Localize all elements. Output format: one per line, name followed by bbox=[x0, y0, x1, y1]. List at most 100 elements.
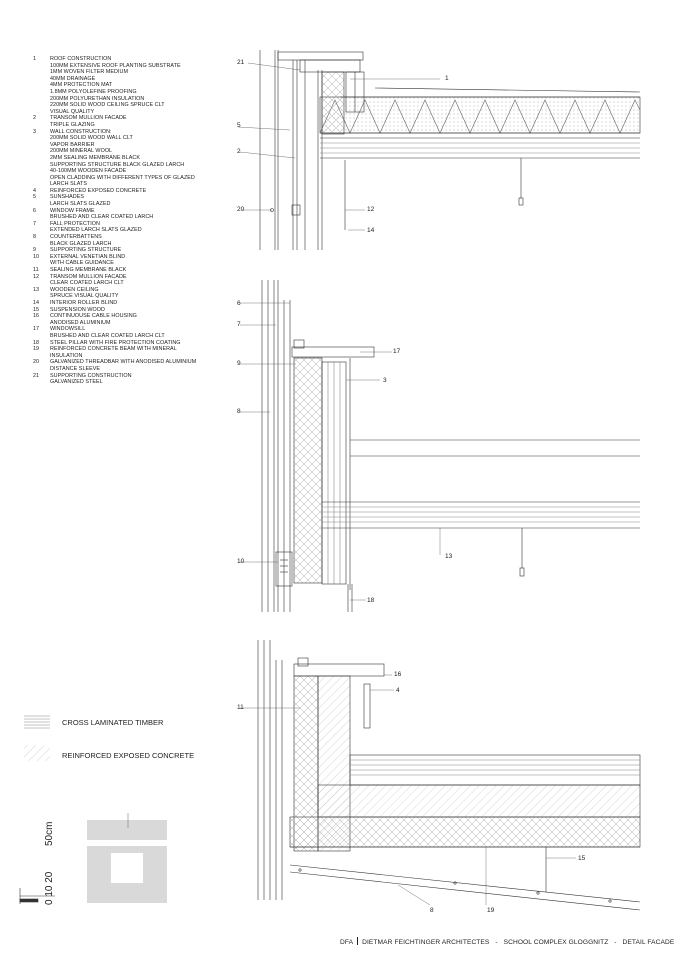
legend-item-title: TRANSOM MULLION FACADE bbox=[50, 273, 127, 280]
legend-item-number: 7 bbox=[33, 220, 37, 227]
legend-item-detail: SUPPORTING STRUCTURE BLACK GLAZED LARCH bbox=[50, 161, 185, 168]
callout-21: 21 bbox=[237, 59, 245, 66]
legend-item-detail: VAPOR BARRIER bbox=[50, 141, 95, 148]
roof-detail bbox=[259, 50, 641, 250]
legend-item-number: 8 bbox=[33, 234, 37, 241]
legend-item-title: SUPPORTING CONSTRUCTION bbox=[50, 372, 132, 379]
scale-label-small: 0 10 20 bbox=[44, 871, 55, 905]
legend-item: 13 WOODEN CEILING bbox=[33, 287, 233, 294]
legend-item-number: 10 bbox=[33, 253, 40, 260]
scale-label-large: 50cm bbox=[44, 821, 55, 846]
legend-item-title: TRANSOM MULLION FACADE bbox=[50, 115, 127, 122]
legend-item-detail: OPEN CLADDING WITH DIFFERENT TYPES OF GL… bbox=[50, 174, 195, 181]
legend-item-number: 21 bbox=[33, 372, 40, 379]
legend-item-title: REINFORCED CONCRETE BEAM WITH MINERAL bbox=[50, 346, 177, 353]
callout-10: 10 bbox=[237, 558, 245, 565]
legend-item-detail: DISTANCE SLEEVE bbox=[50, 365, 101, 372]
legend-item-detail: 2MM SEALING MEMBRANE BLACK bbox=[50, 154, 140, 161]
callout-16: 16 bbox=[394, 671, 402, 678]
legend-item: 8 COUNTERBATTENS bbox=[33, 234, 233, 241]
legend-item-title: STEEL PILLAR WITH FIRE PROTECTION COATIN… bbox=[50, 339, 181, 346]
legend-item-title: REINFORCED EXPOSED CONCRETE bbox=[50, 187, 147, 194]
callout-18: 18 bbox=[367, 597, 375, 604]
callout-8-lower: 8 bbox=[430, 907, 434, 914]
callout-4: 4 bbox=[396, 687, 400, 694]
callout-20: 20 bbox=[237, 206, 245, 213]
legend-item-number: 19 bbox=[33, 346, 40, 353]
callout-17: 17 bbox=[393, 348, 401, 355]
legend-item-detail: BRUSHED AND CLEAR COATED LARCH CLT bbox=[50, 332, 165, 339]
legend-item-title: COUNTERBATTENS bbox=[50, 234, 102, 241]
legend-item: 10 EXTERNAL VENETIAN BLIND bbox=[33, 254, 233, 261]
footer-sheet: DETAIL FACADE bbox=[622, 939, 675, 946]
legend-item-title: WALL CONSTRUCTION: bbox=[50, 128, 112, 135]
callout-5: 5 bbox=[237, 122, 241, 129]
footer-office: DFA bbox=[340, 939, 353, 946]
legend-item-title: SEALING MEMBRANE BLACK bbox=[50, 267, 127, 273]
legend-item-number: 16 bbox=[33, 313, 40, 320]
legend-item-title: EXTERNAL VENETIAN BLIND bbox=[50, 253, 126, 260]
footer-divider bbox=[356, 937, 359, 945]
legend-item-title: WINDOW FRAME bbox=[50, 207, 95, 214]
footer: DFA DIETMAR FEICHTINGER ARCHITECTES - SC… bbox=[340, 937, 674, 946]
legend-item-detail: 220MM SOLID WOOD CEILING SPRUCE CLT bbox=[50, 102, 165, 109]
legend-item-detail: INSULATION bbox=[50, 352, 83, 359]
footer-sep-2: - bbox=[614, 939, 617, 946]
concrete-swatch bbox=[24, 745, 50, 761]
legend-item-detail: 200MM POLYURETHAN INSULATION bbox=[50, 95, 145, 102]
legend-item-number: 5 bbox=[33, 194, 37, 201]
legend-item-number: 13 bbox=[33, 286, 40, 293]
legend-item-detail: LARCH SLATS GLAZED bbox=[50, 201, 111, 208]
legend-item-title: SUNSHADES bbox=[50, 194, 84, 201]
callout-14: 14 bbox=[367, 227, 375, 234]
legend-item-detail: 100MM EXTENSIVE ROOF PLANTING SUBSTRATE bbox=[50, 62, 181, 69]
callout-3: 3 bbox=[383, 377, 387, 384]
legend-item: 19 REINFORCED CONCRETE BEAM WITH MINERAL bbox=[33, 346, 233, 353]
callout-6: 6 bbox=[237, 300, 241, 307]
legend-item-detail: VISUAL QUALITY bbox=[50, 108, 95, 115]
legend-item: 4 REINFORCED EXPOSED CONCRETE bbox=[33, 188, 233, 195]
slab-detail bbox=[257, 640, 641, 911]
legend-item-number: 9 bbox=[33, 247, 37, 254]
legend-item-title: WOODEN CEILING bbox=[50, 286, 99, 293]
material-swatches bbox=[24, 715, 50, 761]
callout-13: 13 bbox=[445, 553, 453, 560]
callout-12: 12 bbox=[367, 206, 375, 213]
callout-7: 7 bbox=[237, 321, 241, 328]
legend-item-number: 14 bbox=[33, 299, 40, 306]
callout-2: 2 bbox=[237, 148, 241, 155]
legend-item-detail: BRUSHED AND CLEAR COATED LARCH bbox=[50, 214, 154, 221]
legend-item-detail: EXTENDED LARCH SLATS GLAZED bbox=[50, 227, 142, 234]
callout-1: 1 bbox=[445, 75, 449, 82]
legend-item-number: 17 bbox=[33, 326, 40, 333]
callout-11: 11 bbox=[237, 704, 244, 711]
legend-item-detail: 40MM DRAINAGE bbox=[50, 75, 96, 82]
legend-item-number: 4 bbox=[33, 187, 37, 194]
legend-item-detail: BLACK GLAZED LARCH bbox=[50, 240, 112, 247]
wall-floor-detail bbox=[261, 280, 640, 612]
scale-bar bbox=[19, 888, 55, 904]
legend-item-number: 1 bbox=[33, 56, 37, 62]
legend-item-detail: 200MM SOLID WOOD WALL CLT bbox=[50, 135, 133, 142]
legend-item-detail: SPRUCE VISUAL QUALITY bbox=[50, 293, 119, 300]
leader-lines bbox=[237, 62, 576, 906]
callout-8-upper: 8 bbox=[237, 408, 241, 415]
legend-item: 5 SUNSHADES bbox=[33, 194, 233, 201]
legend-item-detail: 1MM WOVEN FILTER MEDIUM bbox=[50, 69, 129, 76]
callout-19: 19 bbox=[487, 907, 495, 914]
legend-item-title: SUSPENSION WOOD bbox=[50, 306, 105, 313]
material-concrete-label: REINFORCED EXPOSED CONCRETE bbox=[62, 751, 195, 760]
